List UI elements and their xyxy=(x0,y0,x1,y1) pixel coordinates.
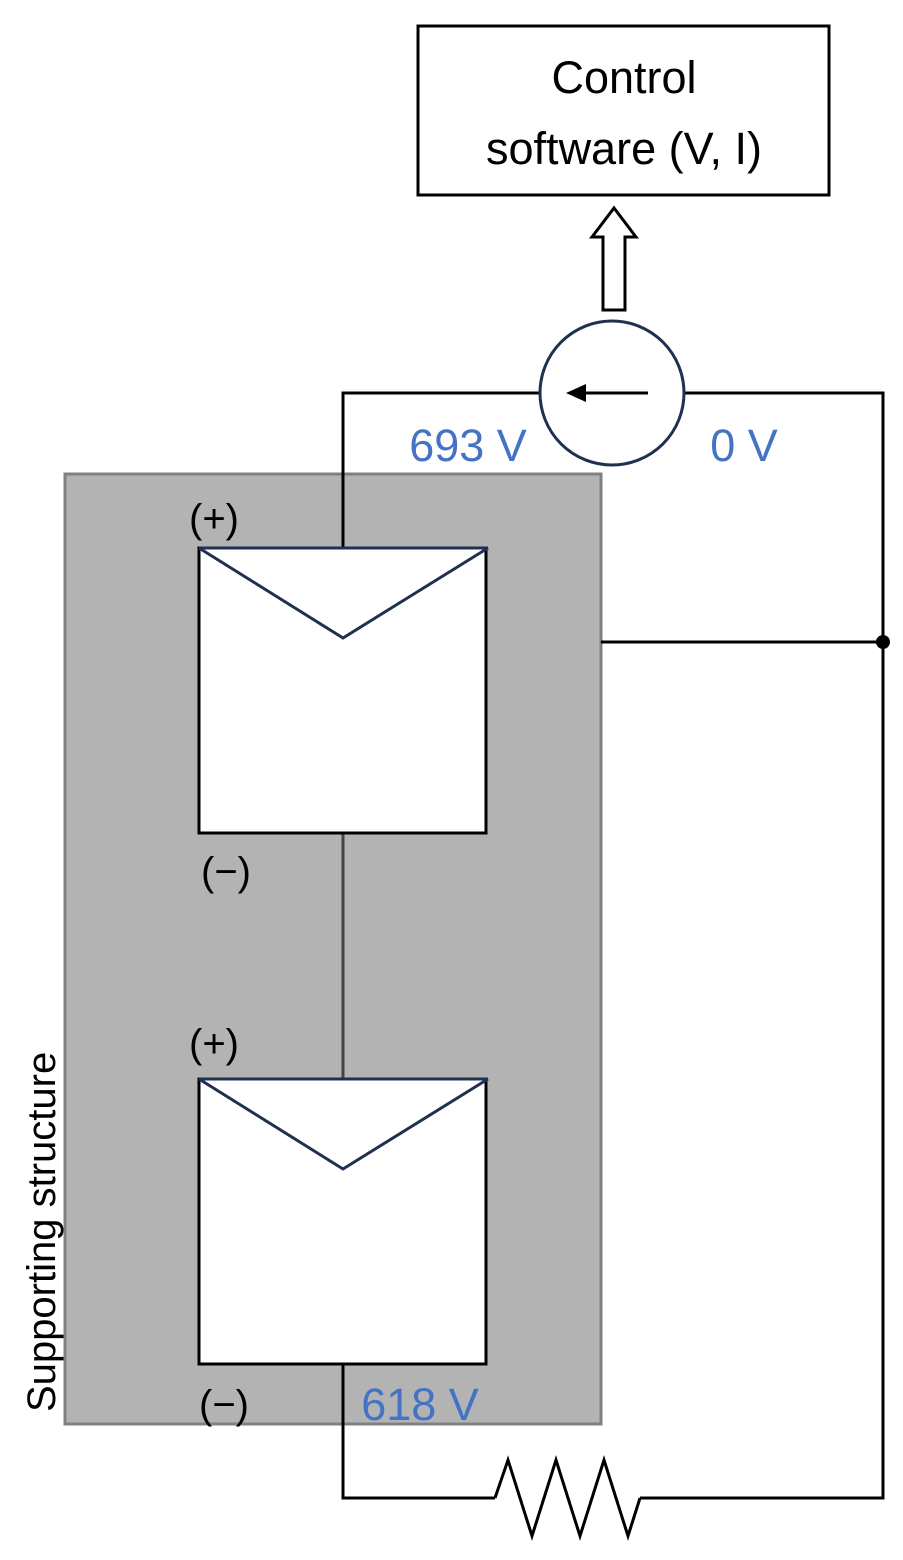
terminal-bottom-plus: (+) xyxy=(189,1022,239,1066)
junction-dot xyxy=(876,635,890,649)
control-software-box xyxy=(416,24,831,197)
control-software-label-line2: software (V, I) xyxy=(486,123,762,174)
wire-bottom-module-to-resistor xyxy=(341,1364,495,1500)
data-up-arrow xyxy=(588,205,640,312)
terminal-bottom-minus: (−) xyxy=(199,1383,249,1427)
pv-module-bottom xyxy=(197,1077,489,1366)
voltage-right-of-source: 0 V xyxy=(710,420,778,471)
wiring xyxy=(341,391,885,1541)
wire-source-to-right-rail xyxy=(640,391,885,1500)
voltage-left-of-source: 693 V xyxy=(409,420,527,471)
control-software-label-line1: Control xyxy=(551,52,696,103)
pv-module-bottom-body xyxy=(197,1077,488,1366)
wire-source-to-top-module xyxy=(341,391,540,548)
supporting-structure-label: Supporting structure xyxy=(20,1052,64,1412)
pv-module-top xyxy=(197,546,489,835)
pv-module-top-body xyxy=(197,546,488,835)
terminal-top-minus: (−) xyxy=(201,850,251,894)
pv-module-bottom-envelope xyxy=(198,1077,489,1171)
resistor xyxy=(493,1455,642,1541)
current-direction-arrow-head xyxy=(566,384,586,402)
terminal-top-plus: (+) xyxy=(189,497,239,541)
voltage-bottom-module: 618 V xyxy=(361,1379,479,1430)
pv-module-top-envelope xyxy=(198,546,489,640)
